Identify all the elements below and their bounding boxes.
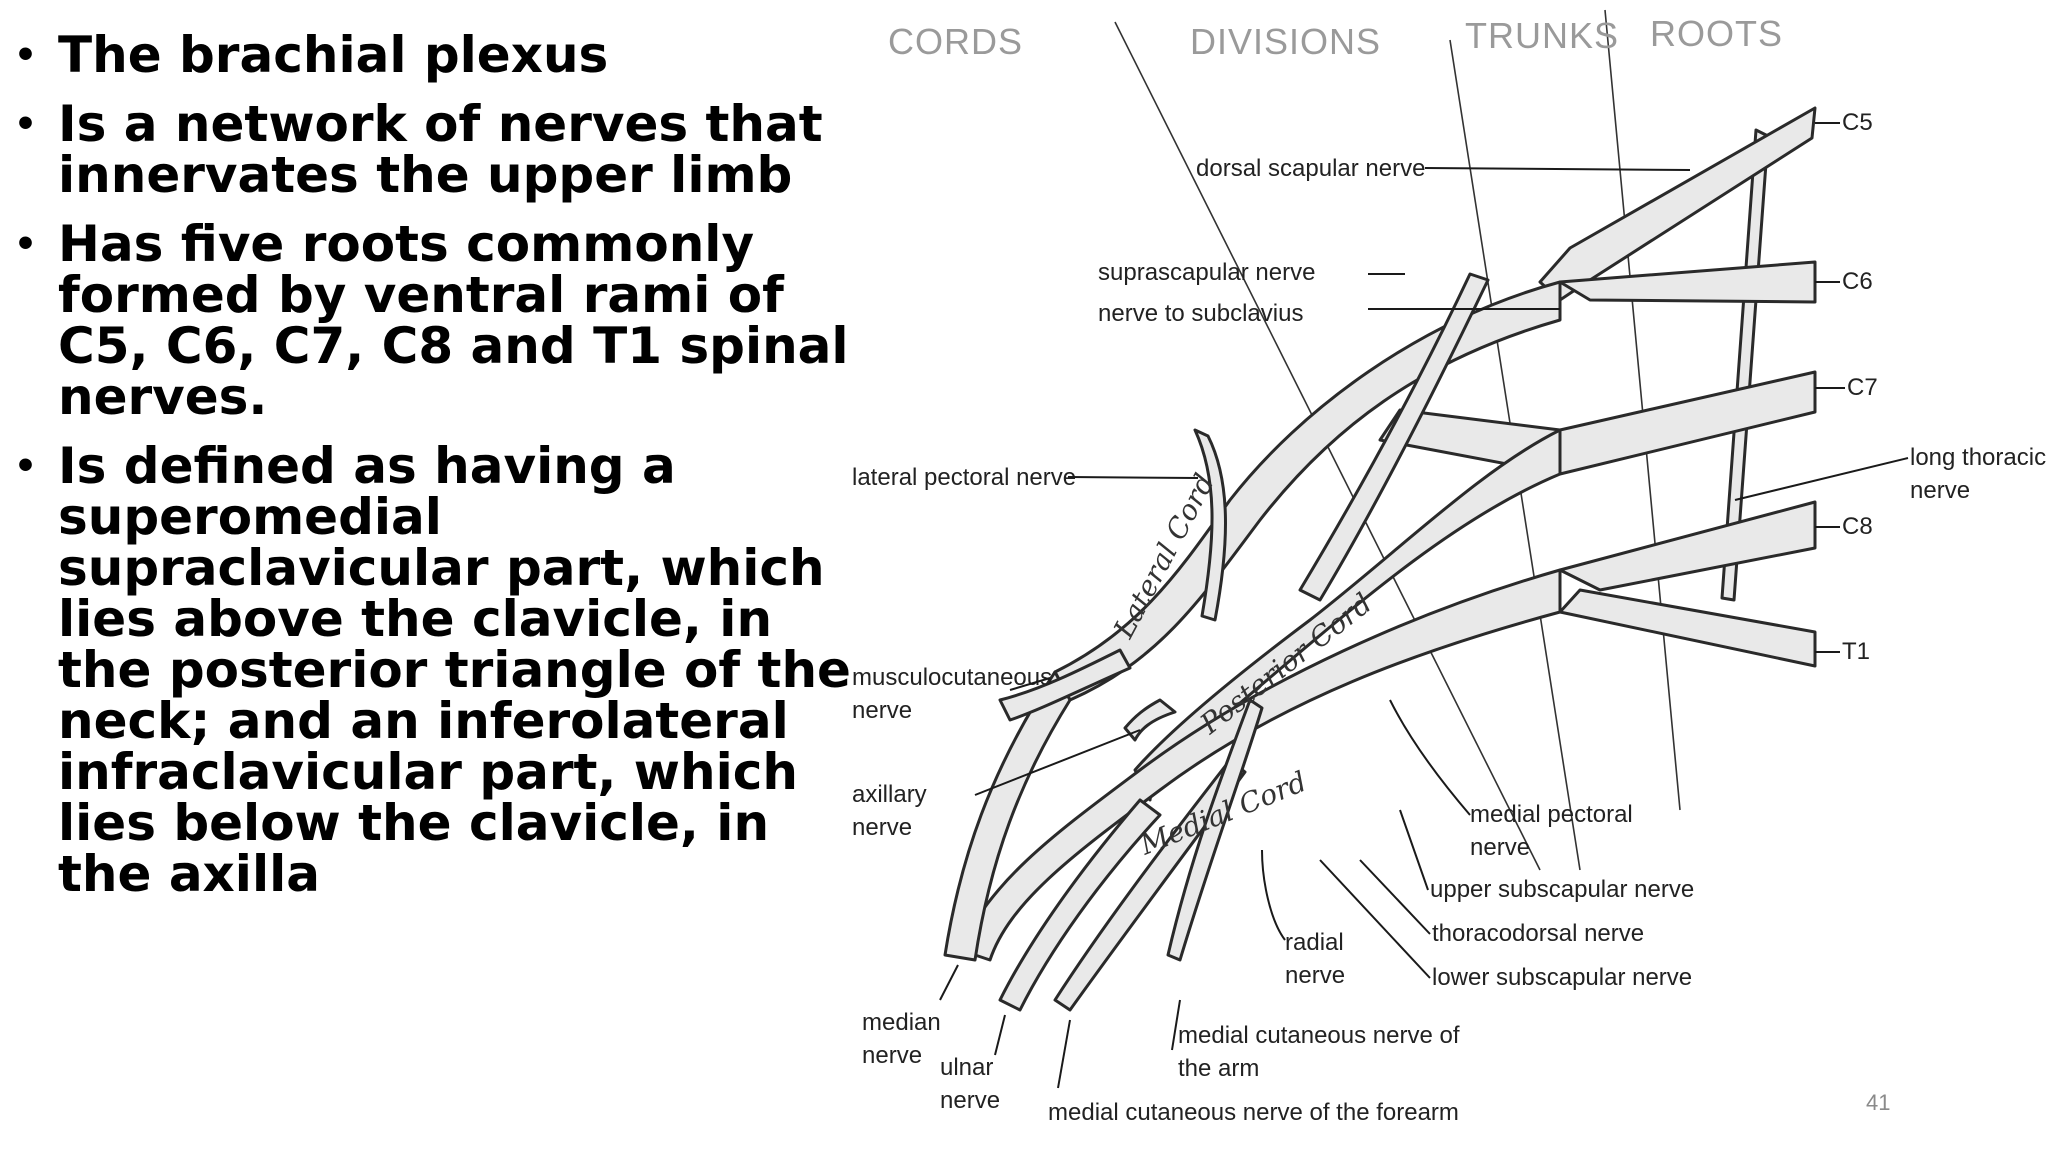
label-medial-pectoral-line1: medial pectoral	[1470, 801, 1633, 828]
c8-root	[1558, 500, 1817, 592]
label-thoracodorsal-nerve: thoracodorsal nerve	[1432, 920, 1644, 947]
label-medial-cutaneous-arm-line2: the arm	[1178, 1055, 1259, 1082]
upper-subscapular-leader	[1399, 809, 1429, 891]
thoracodorsal-leader	[1359, 859, 1431, 935]
root-label-c7: C7	[1847, 374, 1878, 401]
label-long-thoracic-line1: long thoracic	[1910, 444, 2046, 471]
page-number: 41	[1866, 1090, 1891, 1115]
root-label-c5: C5	[1842, 109, 1873, 136]
header-divisions: DIVISIONS	[1190, 21, 1381, 62]
medial-pectoral-leader	[1389, 699, 1471, 816]
medial-cutaneous-forearm-leader	[1057, 1019, 1071, 1089]
label-medial-pectoral-line2: nerve	[1470, 834, 1530, 861]
c6-root	[1558, 260, 1817, 304]
label-median-line2: nerve	[862, 1042, 922, 1069]
median-nerve-branch	[943, 670, 1072, 962]
lower-subscapular-leader	[1319, 859, 1431, 979]
brachial-plexus-diagram: CORDS DIVISIONS TRUNKS ROOTS Lateral Cor…	[850, 0, 2048, 1152]
long-thoracic-nerve	[1720, 128, 1770, 602]
label-axillary-line1: axillary	[852, 781, 927, 808]
long-thoracic-leader	[1734, 457, 1909, 501]
label-dorsal-scapular-nerve: dorsal scapular nerve	[1196, 155, 1425, 182]
label-axillary-line2: nerve	[852, 814, 912, 841]
radial-nerve-branch	[1166, 698, 1264, 962]
musculocutaneous-nerve-branch	[998, 648, 1132, 722]
posterior-cord	[1133, 428, 1562, 802]
label-long-thoracic-line2: nerve	[1910, 477, 1970, 504]
bullet-text: Has five roots commonly formed by ventra…	[58, 215, 849, 426]
middle-trunk	[1378, 370, 1817, 476]
bullet-dot: •	[14, 104, 38, 145]
bullet-item: • The brachial plexus	[10, 30, 860, 81]
bullet-item: • Has five roots commonly formed by vent…	[10, 219, 860, 423]
lower-trunk	[1558, 588, 1817, 668]
label-ulnar-line2: nerve	[940, 1087, 1000, 1114]
root-label-c8: C8	[1842, 513, 1873, 540]
bullet-dot: •	[14, 35, 38, 76]
root-label-t1: T1	[1842, 638, 1870, 665]
label-upper-subscapular-nerve: upper subscapular nerve	[1430, 876, 1694, 903]
label-radial-line1: radial	[1285, 929, 1344, 956]
header-cords: CORDS	[888, 21, 1023, 62]
axillary-leader	[974, 729, 1141, 796]
label-ulnar-line1: ulnar	[940, 1054, 993, 1081]
label-radial-line2: nerve	[1285, 962, 1345, 989]
ulnar-nerve-branch	[998, 798, 1162, 1012]
label-lateral-pectoral-nerve: lateral pectoral nerve	[852, 464, 1076, 491]
bullet-item: • Is a network of nerves that innervates…	[10, 99, 860, 201]
bullet-text: Is a network of nerves that innervates t…	[58, 95, 823, 204]
label-medial-cutaneous-forearm: medial cutaneous nerve of the forearm	[1048, 1099, 1459, 1126]
median-leader	[939, 964, 959, 1001]
bullet-list: • The brachial plexus • Is a network of …	[10, 30, 860, 918]
bullet-text: The brachial plexus	[58, 26, 609, 84]
label-medial-cutaneous-arm-line1: medial cutaneous nerve of	[1178, 1022, 1460, 1049]
root-label-c6: C6	[1842, 268, 1873, 295]
label-median-line1: median	[862, 1009, 941, 1036]
header-trunks: TRUNKS	[1465, 15, 1619, 56]
header-roots: ROOTS	[1650, 13, 1783, 54]
radial-leader	[1261, 849, 1286, 941]
ulnar-leader	[994, 1014, 1006, 1056]
label-nerve-to-subclavius: nerve to subclavius	[1098, 300, 1303, 327]
lateral-pectoral-nerve-branch	[1193, 428, 1227, 622]
medial-cutaneous-arm-leader	[1171, 999, 1181, 1051]
label-suprascapular-nerve: suprascapular nerve	[1098, 259, 1315, 286]
lateral-pectoral-leader	[1067, 476, 1199, 479]
bullet-item: • Is defined as having a superomedial su…	[10, 441, 860, 900]
posterior-division-strand	[1298, 272, 1490, 602]
bullet-text: Is defined as having a superomedial supr…	[58, 437, 851, 903]
label-lower-subscapular-nerve: lower subscapular nerve	[1432, 964, 1692, 991]
dorsal-scapular-leader	[1424, 167, 1691, 171]
bullet-dot: •	[14, 224, 38, 265]
bullet-dot: •	[14, 446, 38, 487]
label-musculocutaneous-line2: nerve	[852, 697, 912, 724]
musculocutaneous-leader	[1009, 677, 1051, 691]
medial-cutaneous-forearm-branch	[1053, 758, 1247, 1012]
